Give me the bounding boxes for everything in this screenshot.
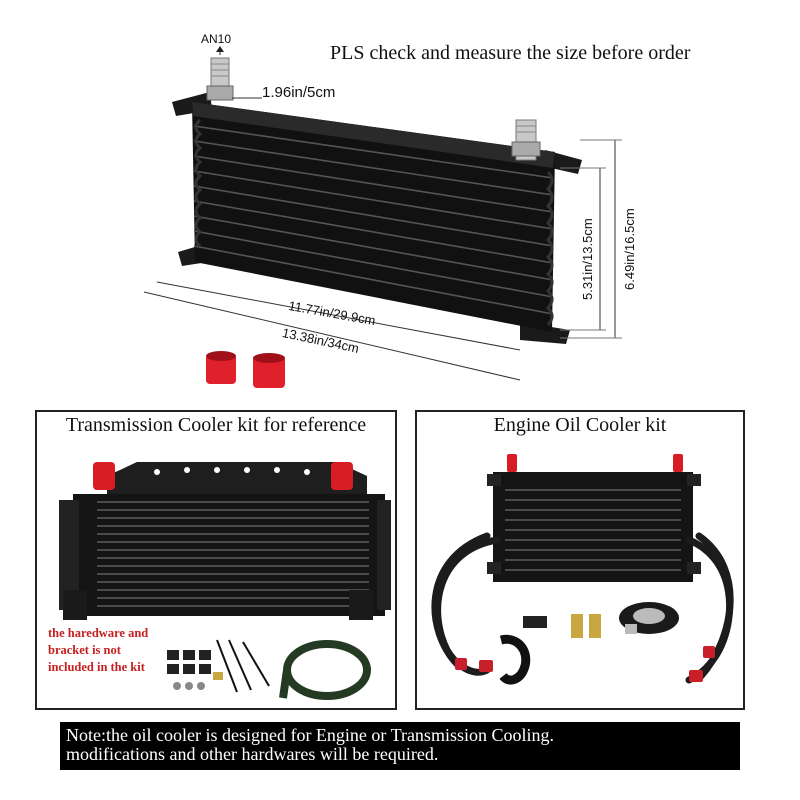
size-check-headline: PLS check and measure the size before or…: [330, 42, 691, 64]
core-width-line: [156, 281, 521, 351]
hardware-parts: [167, 639, 371, 700]
cooler-fins: [193, 125, 554, 315]
an10-fitting-right: [511, 119, 541, 161]
cooler-core: [192, 102, 555, 332]
design-note-banner: Note:the oil cooler is designed for Engi…: [60, 722, 740, 770]
red-fitting-caps: [206, 351, 285, 388]
cooler-top-tank: [192, 102, 555, 168]
fitting-label: AN10: [201, 32, 232, 46]
engine-oil-cooler-kit-image: [431, 454, 734, 685]
transmission-cooler-image: [59, 462, 391, 700]
an10-fitting-left: [206, 57, 234, 101]
transmission-cooler-panel: Transmission Cooler kit for reference: [35, 410, 397, 710]
core-height-label: 5.31in/13.5cm: [580, 218, 595, 300]
fitting-width-label: 1.96in/5cm: [262, 84, 336, 101]
overall-width-line: [143, 291, 521, 381]
main-oil-cooler-diagram: [143, 46, 622, 388]
transmission-panel-title: Transmission Cooler kit for reference: [65, 414, 367, 436]
engine-panel-title: Engine Oil Cooler kit: [493, 414, 667, 436]
note-line-1: Note:the oil cooler is designed for Engi…: [66, 725, 554, 745]
hardware-not-included-note: the haredware and bracket is not include…: [48, 626, 149, 674]
note-line-2: modifications and other hardwares will b…: [66, 744, 439, 764]
overall-height-label: 6.49in/16.5cm: [622, 208, 637, 290]
cooler-end-caps: [194, 118, 554, 326]
engine-oil-cooler-panel: Engine Oil Cooler kit: [415, 410, 745, 710]
